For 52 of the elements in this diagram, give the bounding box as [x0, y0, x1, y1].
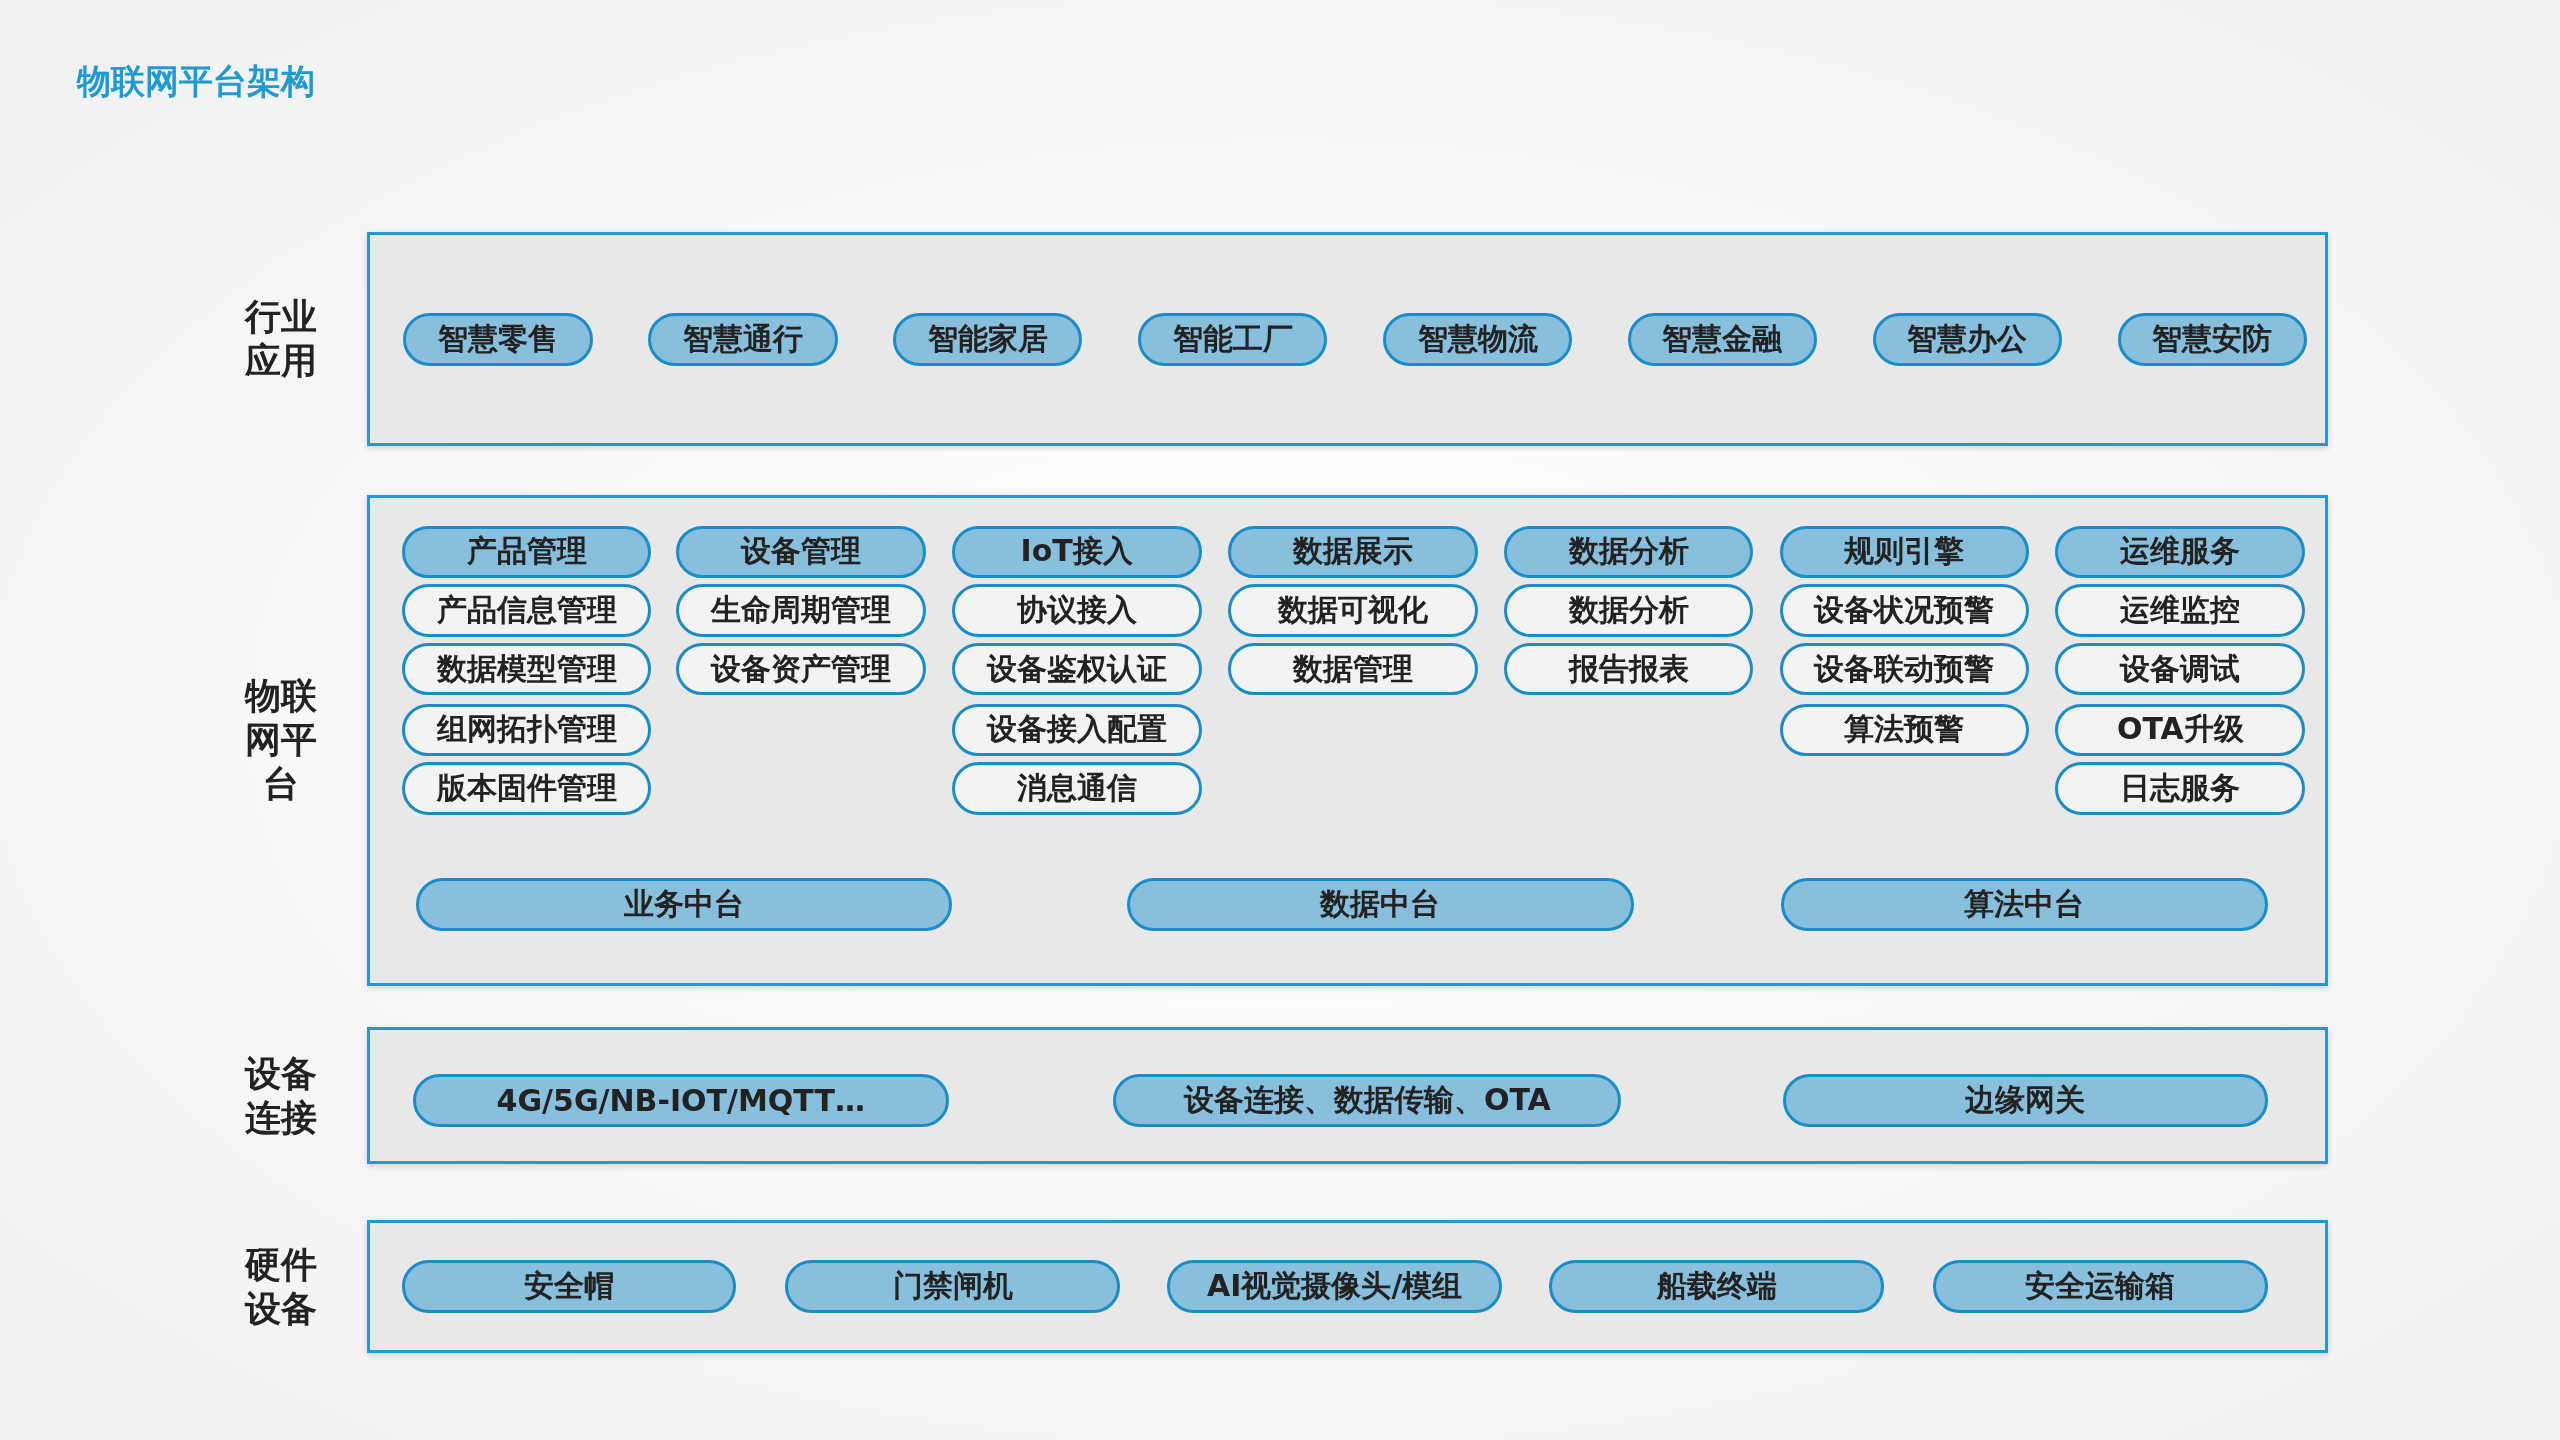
feature-pill: 设备调试 — [2055, 643, 2306, 696]
module-pill: 运维服务 — [2055, 525, 2306, 578]
module-pill: 安全运输箱 — [1933, 1260, 2268, 1313]
module-pill: 智慧物流 — [1382, 313, 1573, 366]
module-pill: 智慧办公 — [1872, 313, 2062, 366]
module-pill: 数据展示 — [1227, 525, 1478, 578]
feature-pill: 数据可视化 — [1227, 584, 1478, 637]
feature-pill: 报告报表 — [1503, 643, 1754, 696]
module-pill: 数据中台 — [1126, 878, 1635, 931]
module-pill: 产品管理 — [401, 525, 652, 578]
module-pill: 设备管理 — [675, 525, 926, 578]
feature-pill: 设备状况预警 — [1779, 584, 2030, 637]
module-pill: AI视觉摄像头/模组 — [1167, 1260, 1502, 1313]
module-pill: 智能家居 — [893, 313, 1083, 366]
feature-pill: 数据管理 — [1227, 643, 1478, 696]
module-pill: 智慧安防 — [2117, 313, 2307, 366]
feature-pill: 设备资产管理 — [675, 643, 926, 696]
module-pill: 智能工厂 — [1137, 313, 1328, 366]
module-pill: 4G/5G/NB-IOT/MQTT… — [413, 1074, 949, 1127]
module-pill: 算法中台 — [1781, 878, 2268, 931]
module-pill: 智慧金融 — [1627, 313, 1818, 366]
feature-pill: 版本固件管理 — [401, 762, 652, 815]
module-pill: 业务中台 — [416, 878, 952, 931]
module-pill: 设备连接、数据传输、OTA — [1113, 1074, 1622, 1127]
feature-pill: 组网拓扑管理 — [401, 703, 652, 756]
layer-label: 设备连接 — [243, 1051, 318, 1140]
layer-label: 行业应用 — [243, 294, 318, 383]
module-pill: 安全帽 — [401, 1260, 737, 1313]
module-pill: 智慧零售 — [403, 313, 593, 366]
module-pill: 船载终端 — [1549, 1260, 1885, 1313]
feature-pill: 数据模型管理 — [401, 643, 652, 696]
layer-label: 物联网平台 — [243, 674, 318, 807]
feature-pill: 设备接入配置 — [951, 703, 1202, 756]
module-pill: 数据分析 — [1503, 525, 1754, 578]
feature-pill: 设备联动预警 — [1779, 643, 2030, 696]
feature-pill: 消息通信 — [951, 762, 1202, 815]
module-pill: 边缘网关 — [1782, 1074, 2268, 1127]
feature-pill: 协议接入 — [951, 584, 1202, 637]
page-title: 物联网平台架构 — [76, 59, 315, 103]
feature-pill: 运维监控 — [2055, 584, 2306, 637]
module-pill: 智慧通行 — [648, 313, 838, 366]
feature-pill: 算法预警 — [1779, 703, 2030, 756]
feature-pill: 产品信息管理 — [401, 584, 652, 637]
feature-pill: 日志服务 — [2055, 762, 2306, 815]
feature-pill: 生命周期管理 — [675, 584, 926, 637]
module-pill: 规则引擎 — [1779, 525, 2030, 578]
feature-pill: OTA升级 — [2055, 703, 2306, 756]
feature-pill: 设备鉴权认证 — [951, 643, 1202, 696]
feature-pill: 数据分析 — [1503, 584, 1754, 637]
module-pill: IoT接入 — [951, 525, 1202, 578]
layer-label: 硬件设备 — [243, 1242, 318, 1331]
module-pill: 门禁闸机 — [785, 1260, 1120, 1313]
